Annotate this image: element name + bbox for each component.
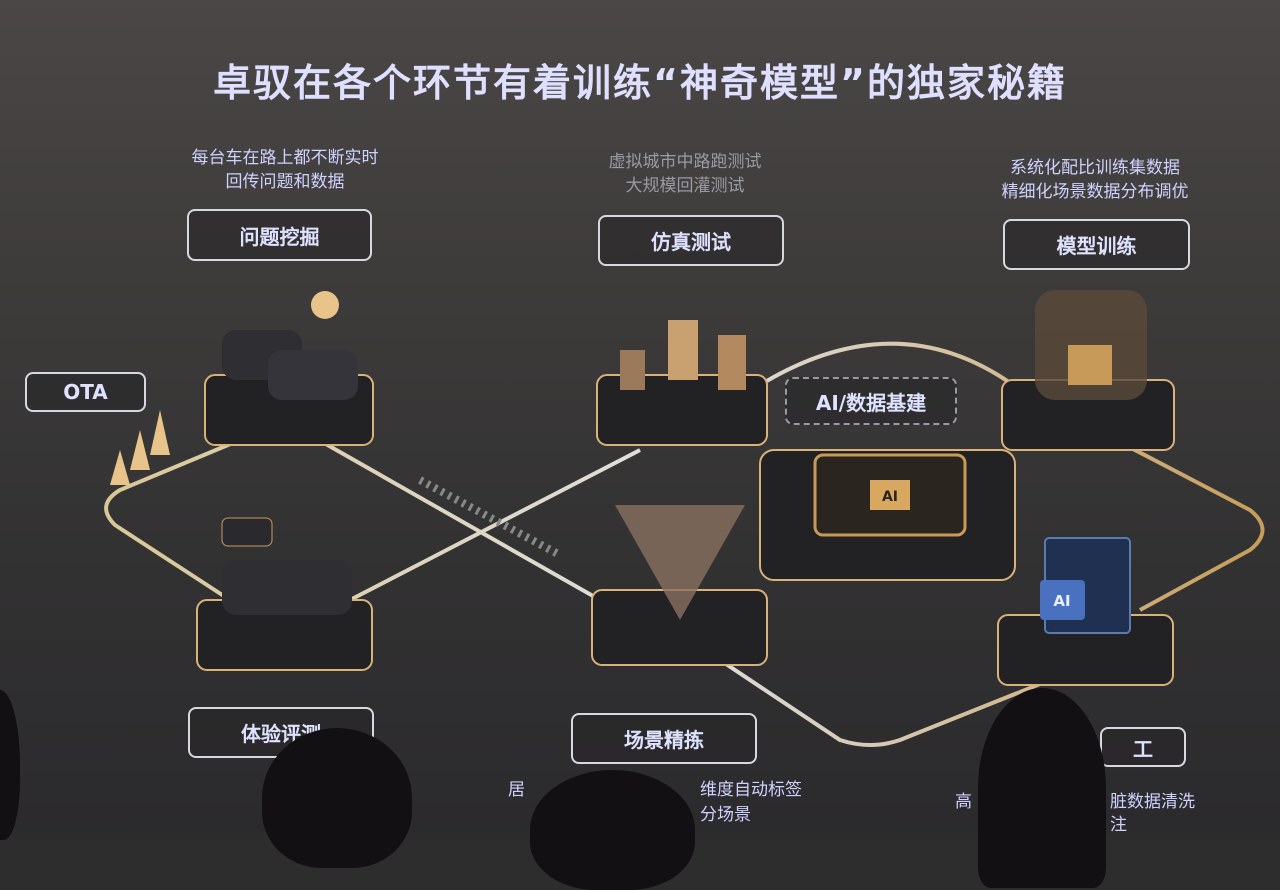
processing-desc-fragment: 高: [955, 792, 972, 812]
processing-desc-fragment: 脏数据清洗: [1110, 792, 1195, 812]
model-training-label: 模型训练: [1003, 219, 1190, 270]
scene-desc-fragment: 维度自动标签: [700, 780, 802, 800]
problem-mining-desc: 每台车在路上都不断实时回传问题和数据: [191, 148, 379, 192]
audience-head: [978, 688, 1106, 888]
pipeline-diagram: AI AI: [104, 290, 1265, 747]
scene-desc-fragment: 居: [508, 780, 525, 800]
ota-label: OTA: [25, 372, 146, 412]
simulation-label: 仿真测试: [598, 215, 784, 266]
platform-cars: [204, 291, 374, 446]
audience-head: [262, 728, 412, 868]
ota-arrows: [110, 410, 170, 485]
scene-desc-fragment: 分场景: [700, 805, 751, 825]
problem-mining-label: 问题挖掘: [187, 209, 372, 261]
platform-city: [596, 320, 768, 446]
scene-refining-label: 场景精拣: [571, 713, 757, 764]
slide-title: 卓驭在各个环节有着训练“神奇模型”的独家秘籍: [213, 61, 1067, 105]
chip-ai-text: AI: [882, 489, 898, 505]
audience-head: [0, 690, 20, 840]
screen-ai-text: AI: [1053, 592, 1070, 610]
platform-experience: [196, 517, 373, 671]
platform-chip: AI: [759, 449, 1016, 581]
data-processing-label: 工: [1100, 727, 1186, 767]
audience-head: [530, 770, 695, 890]
arrow-track: [418, 476, 562, 559]
ai-data-label: AI/数据基建: [785, 377, 957, 425]
platform-data-processing: AI: [997, 537, 1174, 686]
platform-scene: [591, 505, 768, 666]
model-training-desc: 系统化配比训练集数据精细化场景数据分布调优: [1001, 158, 1189, 202]
simulation-desc: 虚拟城市中路跑测试大规模回灌测试: [608, 152, 762, 196]
processing-desc-fragment: 注: [1110, 815, 1127, 835]
platform-model-training: [1001, 290, 1175, 451]
